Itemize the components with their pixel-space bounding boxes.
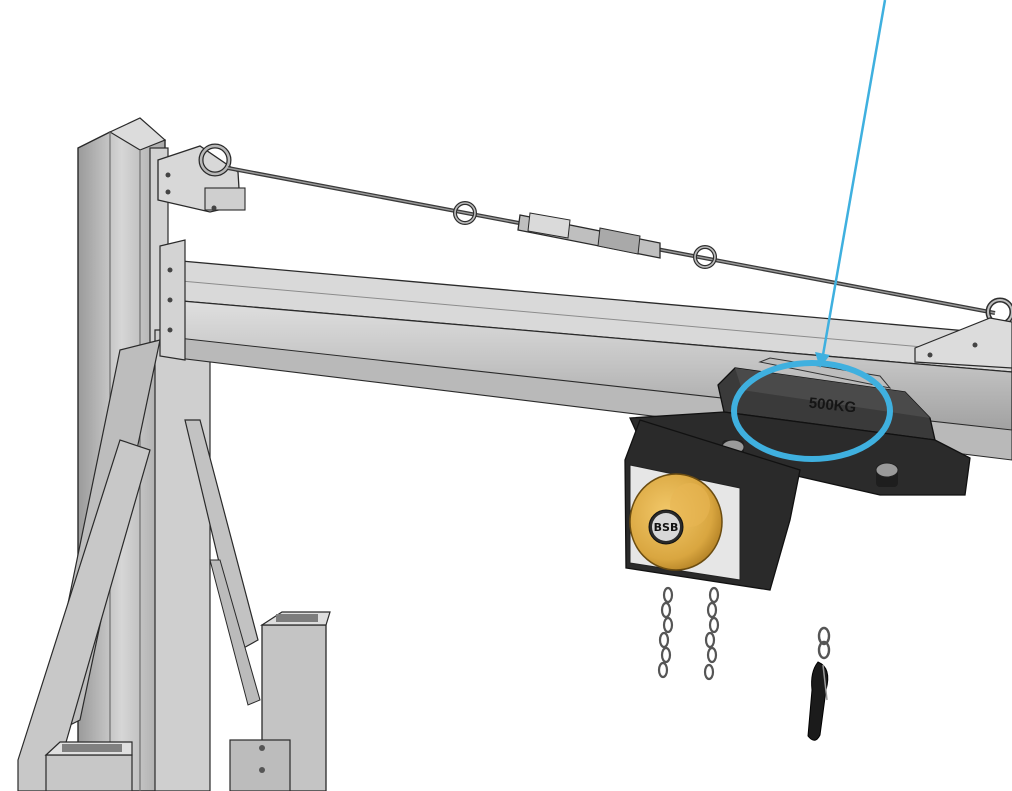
beam-trolley: 500KG — [629, 357, 971, 496]
arrow-down-icon — [821, 0, 887, 356]
hand-chain-right — [703, 586, 720, 681]
ellipse-highlight-icon — [731, 360, 893, 462]
annotation-highlight — [731, 0, 893, 462]
top-bracket — [157, 143, 246, 213]
hand-chain-left — [657, 586, 674, 679]
lifting-hook — [807, 626, 831, 741]
brand-label: BSB — [654, 521, 679, 534]
trolley-bolt-right — [875, 462, 899, 487]
tension-cable — [227, 166, 1012, 327]
base-frame — [44, 611, 331, 791]
diagonal-braces — [17, 339, 261, 791]
chain-hoist: BSB — [624, 419, 801, 591]
turnbuckle — [517, 212, 661, 259]
capacity-label: 500KG — [808, 395, 857, 417]
